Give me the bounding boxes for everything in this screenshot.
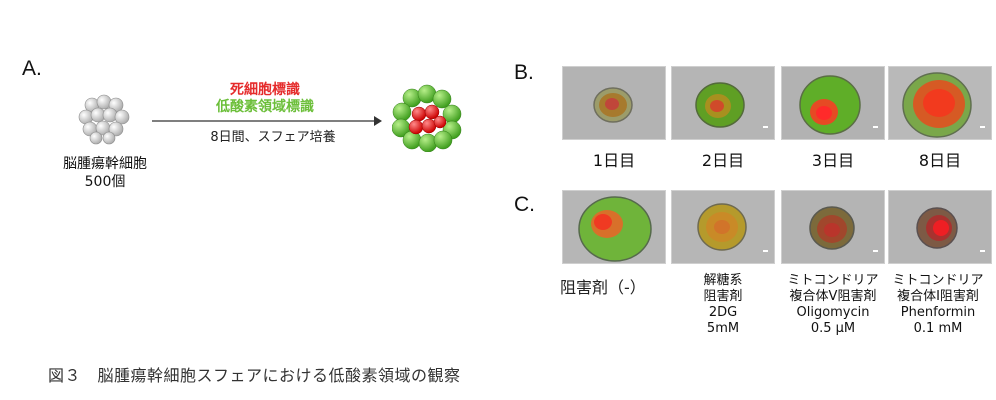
condition-no-inhibitor: 阻害剤（-）	[560, 274, 670, 298]
condition-phenformin: ミトコンドリア 複合体Ⅰ阻害剤 Phenformin 0.1 mM	[882, 273, 994, 337]
sphere-image-oligomycin	[781, 190, 885, 264]
day-label-3: 3日目	[811, 151, 855, 170]
sphere-image-day3	[781, 66, 885, 140]
sphere-image-no-inhibitor	[562, 190, 666, 264]
condition-oligomycin-line1: ミトコンドリア	[787, 273, 879, 288]
sphere-image-day2	[671, 66, 775, 140]
panel-a-label: A.	[22, 57, 42, 80]
hypoxia-label: 低酸素領域標識	[216, 99, 314, 115]
condition-2dg-line4: 5mM	[706, 321, 740, 336]
panel-c-label: C.	[514, 193, 535, 216]
condition-2dg-line2: 阻害剤	[703, 289, 743, 304]
sphere-image-phenformin	[888, 190, 992, 264]
culture-arrow	[152, 112, 382, 131]
sphere-image-day8	[888, 66, 992, 140]
condition-2dg-line1: 解糖系	[703, 273, 743, 288]
condition-oligomycin-line4: 0.5 μM	[810, 321, 856, 336]
condition-oligomycin-line2: 複合体Ⅴ阻害剤	[789, 289, 877, 304]
figure-caption: 図３ 脳腫瘍幹細胞スフェアにおける低酸素領域の観察	[48, 366, 461, 385]
condition-phenformin-line4: 0.1 mM	[913, 321, 963, 336]
sphere-image-day1	[562, 66, 666, 140]
spheroid-illustration	[391, 84, 462, 156]
day-label-1: 1日目	[592, 151, 636, 170]
condition-phenformin-line1: ミトコンドリア	[892, 273, 984, 288]
cells-line1: 脳腫瘍幹細胞	[63, 156, 147, 172]
dead-cell-label: 死細胞標識	[230, 82, 300, 98]
condition-phenformin-line3: Phenformin	[900, 305, 976, 320]
cells-caption: 脳腫瘍幹細胞 500個	[52, 155, 158, 191]
condition-oligomycin: ミトコンドリア 複合体Ⅴ阻害剤 Oligomycin 0.5 μM	[774, 273, 892, 337]
sphere-image-2dg	[671, 190, 775, 264]
cells-line2: 500個	[84, 174, 126, 190]
condition-phenformin-line2: 複合体Ⅰ阻害剤	[897, 289, 979, 304]
condition-oligomycin-line3: Oligomycin	[796, 305, 870, 320]
cell-cluster-illustration	[76, 93, 132, 149]
arrow-caption: 8日間、スフェア培養	[210, 130, 336, 145]
condition-2dg: 解糖系 阻害剤 2DG 5mM	[668, 273, 778, 337]
condition-no-inhibitor-line1: 阻害剤（-）	[560, 278, 646, 297]
condition-2dg-line3: 2DG	[708, 305, 738, 320]
panel-b-label: B.	[514, 61, 534, 84]
day-label-8: 8日目	[918, 151, 962, 170]
day-label-2: 2日目	[701, 151, 745, 170]
